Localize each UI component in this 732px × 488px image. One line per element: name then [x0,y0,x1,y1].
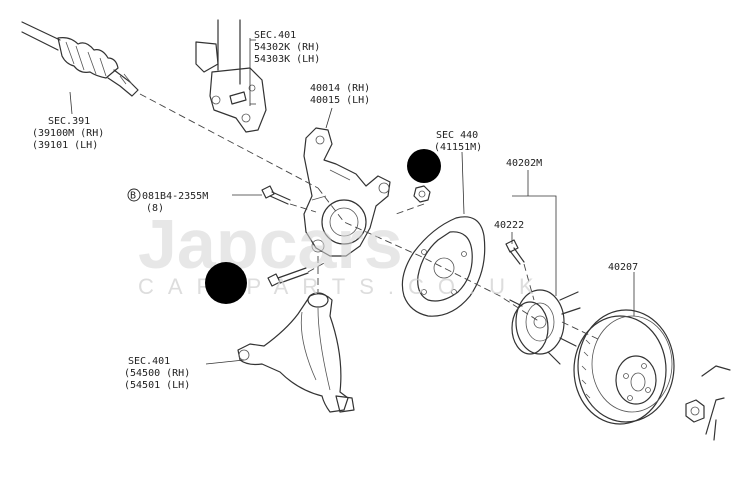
svg-text:(41151M): (41151M) [434,142,482,153]
svg-text:(54500 (RH): (54500 (RH) [124,368,190,379]
label-knuckle: 40014 (RH) 40015 (LH) [310,83,370,106]
watermark-brand: Japcars [138,205,403,283]
label-bolt: B 081B4-2355M (8) [127,188,208,214]
svg-text:SEC 440: SEC 440 [436,130,478,141]
svg-text:(39100M (RH): (39100M (RH) [32,128,104,139]
label-sec440: SEC 440 (41151M) [434,130,482,153]
hub-bolt [505,239,525,265]
svg-text:B: B [130,191,136,202]
redaction-marker-bottom [205,262,247,304]
redaction-marker-top [407,149,441,183]
steering-knuckle [303,127,391,257]
svg-text:40014 (RH): 40014 (RH) [310,83,370,94]
assembly-lines [139,93,601,341]
label-sec401-bottom: SEC.401 (54500 (RH) (54501 (LH) [124,356,190,391]
label-rotor: 40207 [608,262,638,273]
brake-rotor [573,309,675,425]
label-sec391: SEC.391 (39100M (RH) (39101 (LH) [32,116,104,151]
drive-shaft [21,21,139,97]
svg-text:SEC.401: SEC.401 [128,356,170,367]
caliper-edge [701,365,731,441]
wheel-hub [509,289,581,365]
bolt-badge-icon [127,188,141,202]
label-sec401-top: SEC.401 54302K (RH) 54303K (LH) [254,30,320,65]
lower-bolt [267,267,309,287]
label-hub-bolt: 40222 [494,220,524,231]
svg-text:54303K (LH): 54303K (LH) [254,54,320,65]
knuckle-bolt [261,185,291,205]
strut-bracket [195,19,267,133]
axle-nut [685,399,705,423]
label-hub: 40202M [506,158,542,169]
svg-text:54302K (RH): 54302K (RH) [254,42,320,53]
svg-text:40015 (LH): 40015 (LH) [310,95,370,106]
dust-shield [401,216,486,317]
leader-lines [69,38,635,365]
watermark-sub: CAR PARTS.CO.UK [138,274,548,299]
svg-text:(8): (8) [146,203,164,214]
svg-text:SEC.391: SEC.391 [48,116,90,127]
svg-text:(39101 (LH): (39101 (LH) [32,140,98,151]
lower-control-arm [237,292,355,413]
svg-text:SEC.401: SEC.401 [254,30,296,41]
svg-text:081B4-2355M: 081B4-2355M [142,191,208,202]
svg-text:(54501 (LH): (54501 (LH) [124,380,190,391]
knuckle-nut [413,185,431,203]
